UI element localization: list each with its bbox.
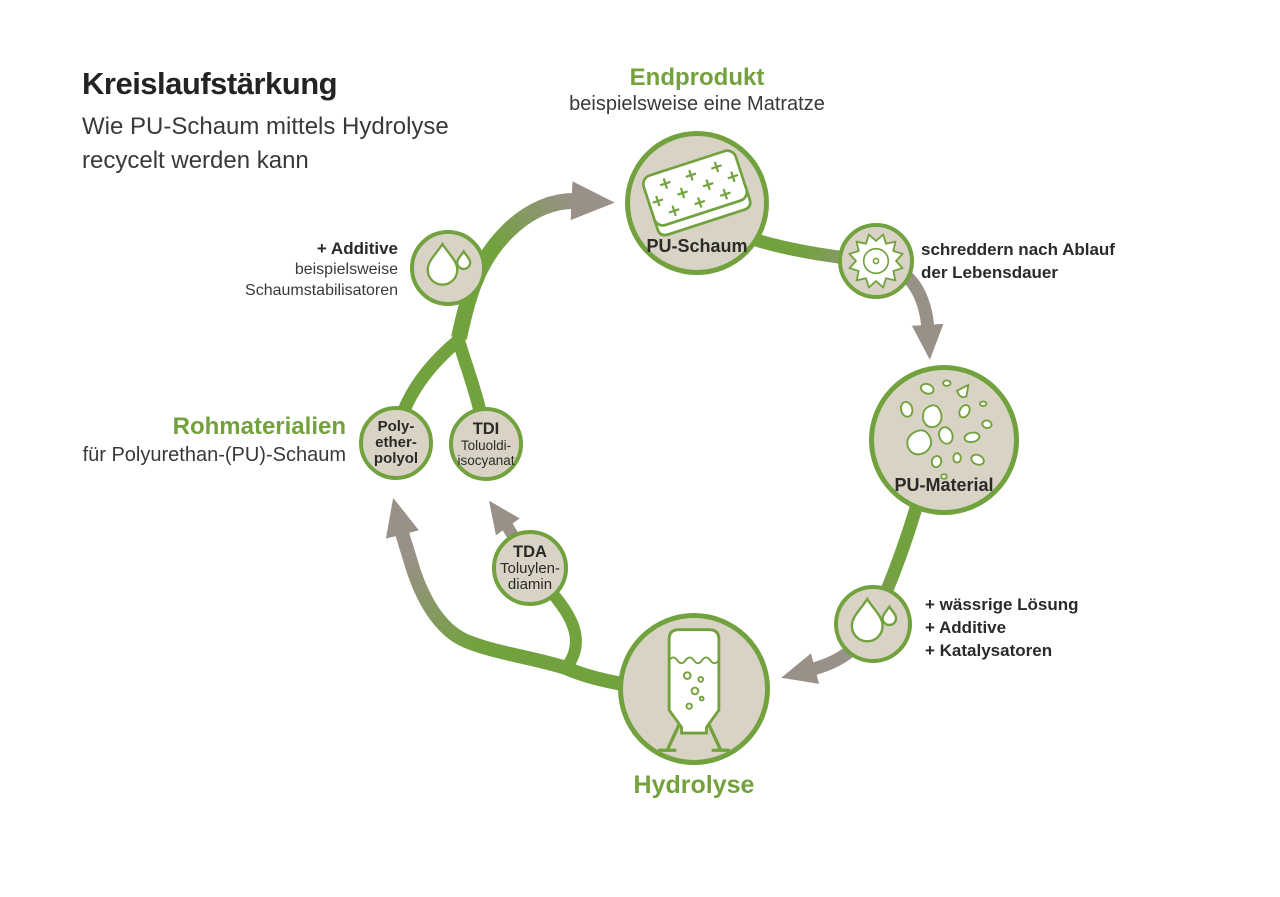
mattress-icon — [641, 149, 752, 237]
endproduct-header: Endprodukt beispielsweise eine Matratze — [537, 64, 857, 116]
endproduct-heading: Endprodukt — [629, 64, 765, 91]
inputs-note-line3: + Katalysatoren — [925, 641, 1053, 660]
polyol-line1: Poly- — [377, 418, 415, 435]
shredding-note-line1: schreddern nach Ablauf — [921, 240, 1115, 259]
raw-materials-header: Rohmaterialien für Polyurethan-(PU)-Scha… — [80, 413, 346, 467]
pu-material-label: PU-Material — [894, 475, 994, 495]
inputs-note-line2: + Additive — [925, 618, 1007, 637]
arrow-rawmaterials-to-product — [451, 181, 615, 340]
hydrolysis-node — [618, 613, 770, 765]
additives-note: + Additive beispielsweise Schaumstabilis… — [228, 238, 398, 301]
tda-name-line1: Toluylen- — [499, 560, 561, 577]
shredding-note-line2: der Lebensdauer — [921, 263, 1058, 282]
pu-schaum-node: PU-Schaum — [625, 131, 769, 275]
endproduct-subheading: beispielsweise eine Matratze — [569, 93, 825, 115]
inputs-note-line1: + wässrige Lösung — [925, 595, 1079, 614]
polyol-line3: polyol — [373, 450, 419, 467]
page-subtitle-line2: recycelt werden kann — [82, 147, 309, 174]
additives-note-line3: Schaumstabilisatoren — [245, 282, 398, 299]
droplets-icon — [426, 242, 472, 286]
tdi-name-line2: isocyanat — [457, 453, 515, 468]
pu-schaum-label: PU-Schaum — [646, 236, 748, 256]
shredding-note: schreddern nach Ablauf der Lebensdauer — [921, 238, 1115, 284]
hydrolysis-heading: Hydrolyse — [633, 771, 755, 799]
page-subtitle-line1: Wie PU-Schaum mittels Hydrolyse — [82, 113, 449, 140]
shredder-node — [838, 223, 914, 299]
tdi-node: TDI Toluoldi- isocyanat — [449, 407, 523, 481]
arrow-hydrolysis-to-polyol — [385, 497, 569, 675]
page-title: Kreislaufstärkung — [82, 66, 338, 101]
tdi-abbr: TDI — [472, 420, 500, 438]
droplets-icon — [850, 597, 898, 643]
raw-materials-heading: Rohmaterialien — [172, 413, 346, 440]
pu-material-node: PU-Material — [869, 365, 1019, 515]
additives-note-line2: beispielsweise — [294, 261, 398, 278]
tda-node: TDA Toluylen- diamin — [492, 530, 568, 606]
polyetherpolyol-node: Poly- ether- polyol — [359, 406, 433, 480]
additives-note-line1: + Additive — [316, 239, 398, 258]
additives-node — [410, 230, 486, 306]
title-block: Kreislaufstärkung Wie PU-Schaum mittels … — [82, 66, 449, 178]
raw-materials-subheading: für Polyurethan-(PU)-Schaum — [82, 444, 346, 466]
polyol-line2: ether- — [375, 434, 417, 451]
arrow-hydrolysis-connector — [559, 661, 629, 691]
hydrolysis-inputs-node — [834, 585, 912, 663]
tdi-name-line1: Toluoldi- — [460, 438, 512, 453]
saw-blade-icon — [847, 232, 905, 290]
hydrolysis-inputs-note: + wässrige Lösung + Additive + Katalysat… — [925, 593, 1079, 662]
shredded-pieces-icon — [899, 379, 993, 480]
reactor-vessel-icon — [657, 628, 731, 752]
tda-abbr: TDA — [513, 543, 547, 561]
tda-name-line2: diamin — [507, 576, 553, 593]
